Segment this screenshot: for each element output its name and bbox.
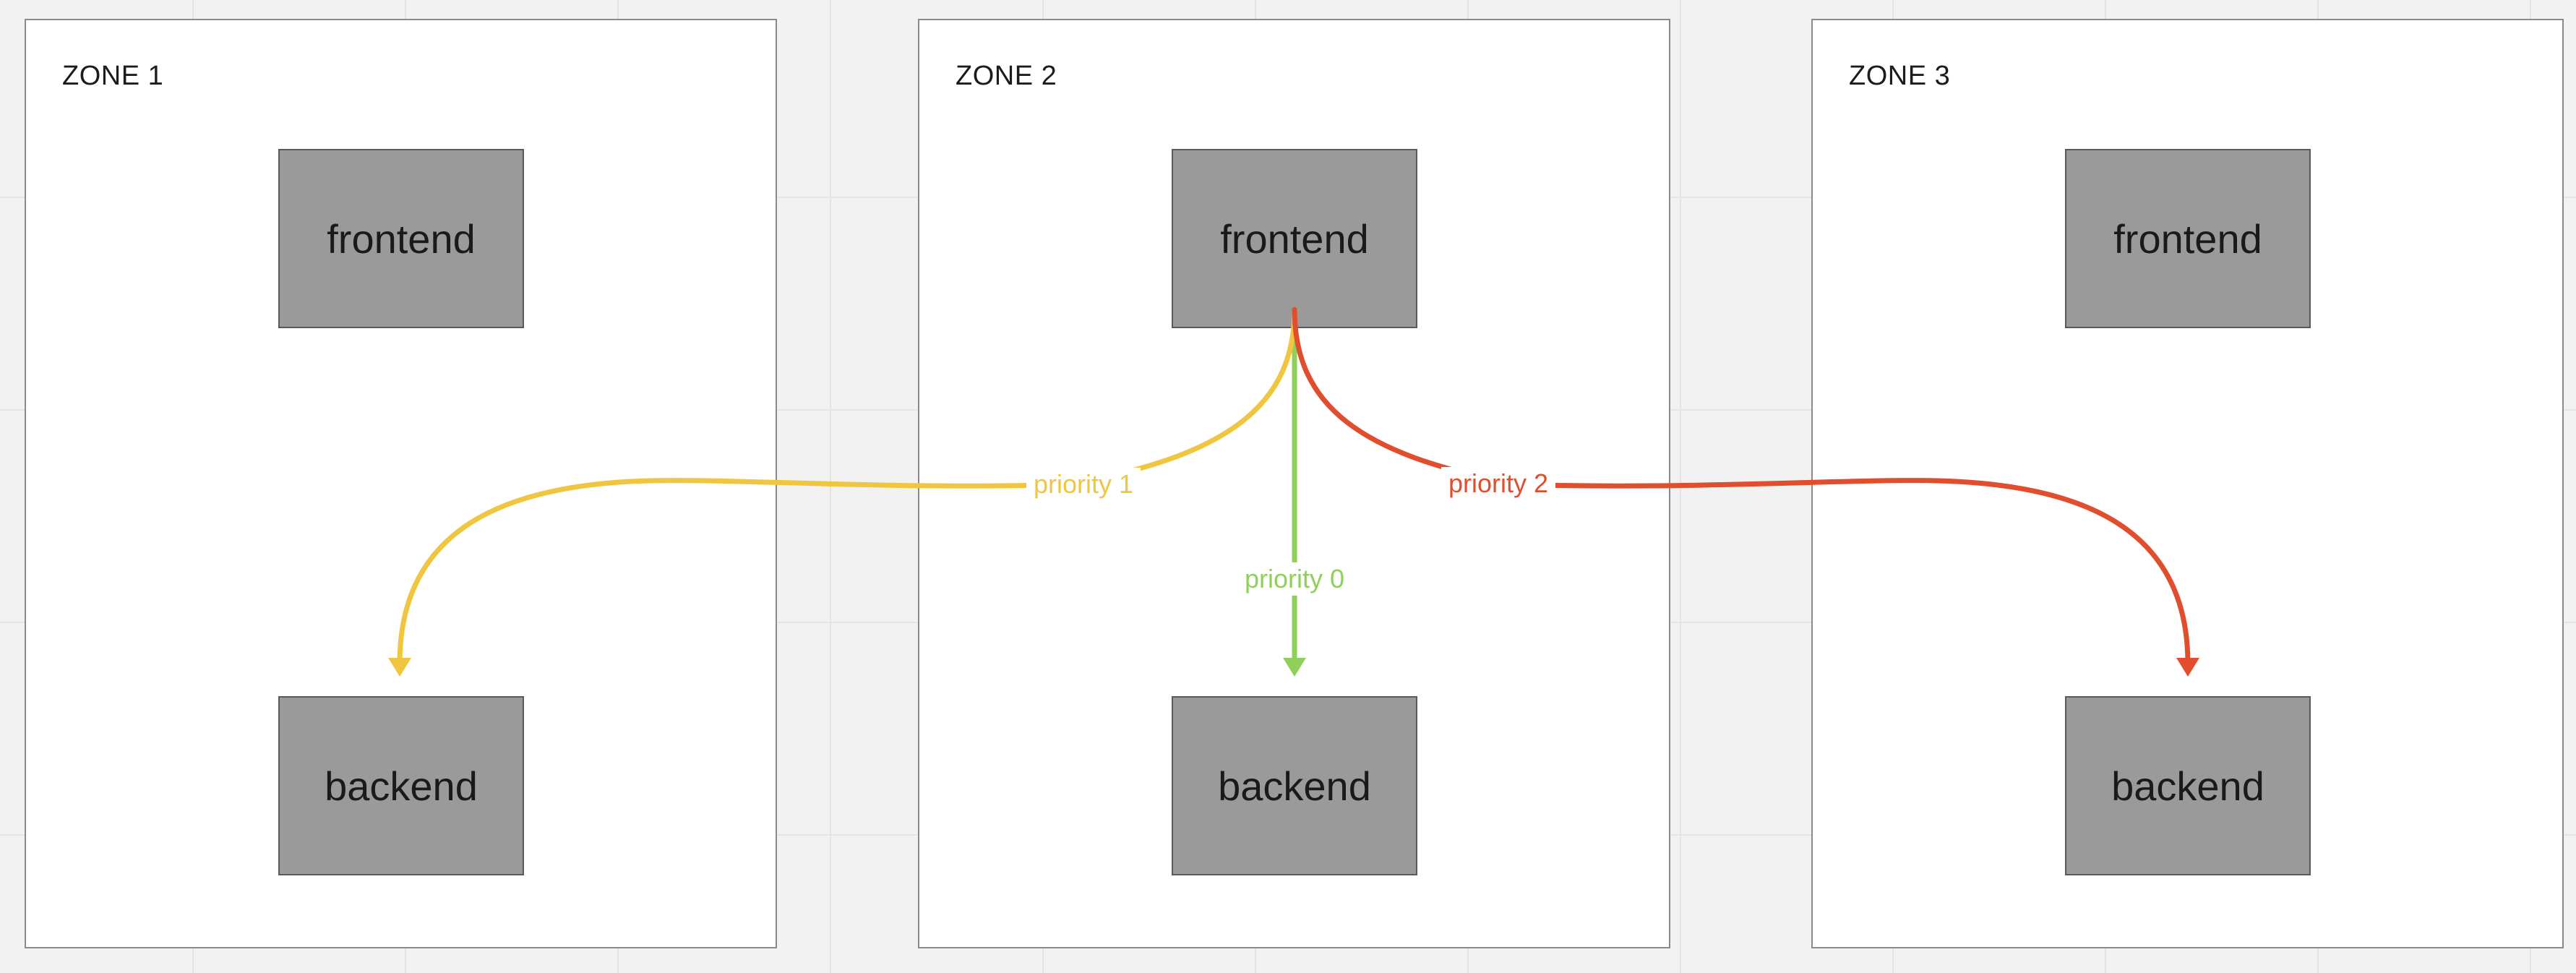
zone-2-frontend-node[interactable]: frontend [1172, 149, 1417, 328]
zone-1-label: ZONE 1 [62, 61, 164, 91]
zone-1-container: ZONE 1 frontend backend [25, 19, 777, 948]
zone-2-backend-node[interactable]: backend [1172, 696, 1417, 875]
zone-1-frontend-node[interactable]: frontend [278, 149, 524, 328]
zone-2-label: ZONE 2 [956, 61, 1057, 91]
edge-label-priority-0: priority 0 [1237, 562, 1352, 596]
zone-1-backend-node[interactable]: backend [278, 696, 524, 875]
zone-3-label: ZONE 3 [1849, 61, 1951, 91]
zone-3-backend-node[interactable]: backend [2065, 696, 2311, 875]
zone-3-frontend-node[interactable]: frontend [2065, 149, 2311, 328]
edge-label-priority-1: priority 1 [1026, 468, 1141, 501]
zone-3-container: ZONE 3 frontend backend [1811, 19, 2564, 948]
edge-label-priority-2: priority 2 [1441, 467, 1556, 500]
